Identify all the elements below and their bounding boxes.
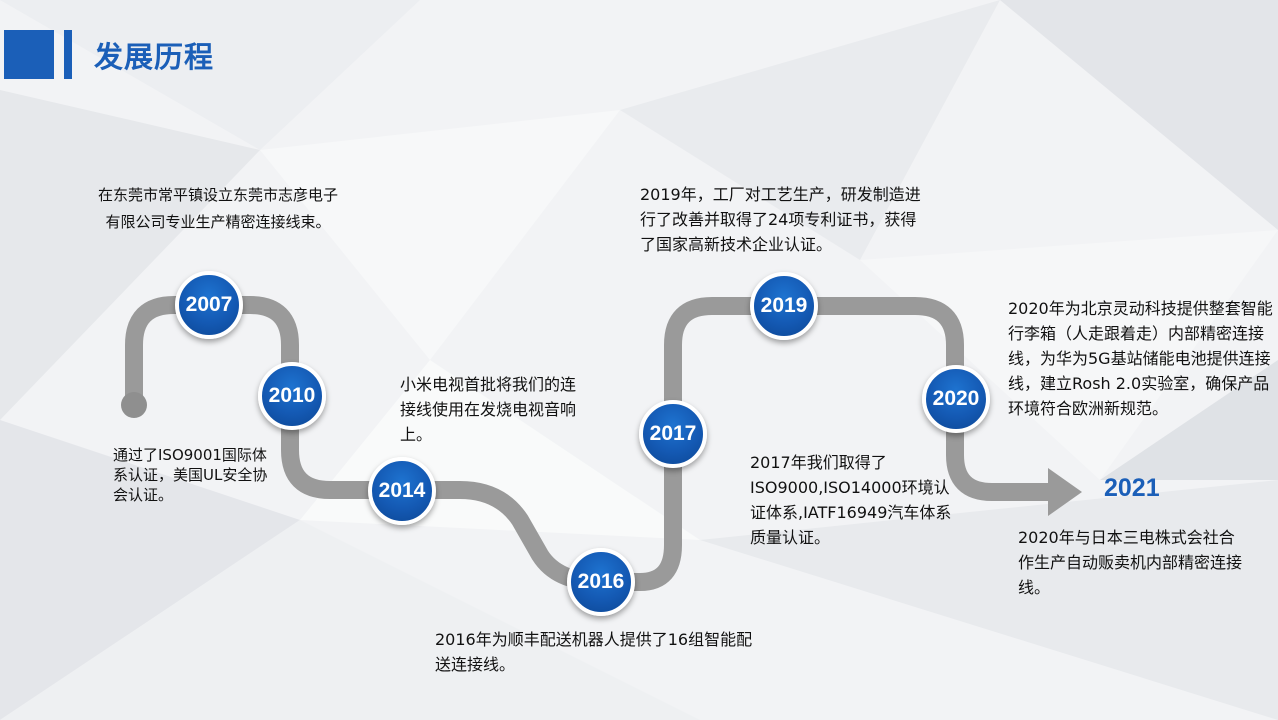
path-segment-2020-2021: [946, 389, 1064, 501]
timeline-arrow-head: [1048, 468, 1082, 516]
milestone-text-2016: 2016年为顺丰配送机器人提供了16组智能配送连接线。: [435, 630, 753, 674]
page-title: 发展历程: [94, 40, 215, 74]
milestone-text-2010: 通过了ISO9001国际体系认证，美国UL安全协会认证。: [113, 446, 268, 504]
year-node-2007: 2007: [175, 271, 243, 339]
year-label-2021: 2021: [1104, 474, 1160, 502]
year-node-2020: 2020: [922, 365, 990, 433]
header-accent-block: [4, 30, 54, 79]
path-segment-2016-2017: [591, 424, 682, 591]
year-node-2017: 2017: [639, 400, 707, 468]
milestone-text-2021: 2020年与日本三电株式会社合作生产自动贩卖机内部精密连接线。: [1018, 528, 1243, 597]
path-segment-2017-2019: [664, 297, 964, 442]
header-accent-bar: [64, 30, 72, 79]
year-node-2019: 2019: [750, 272, 818, 340]
milestone-text-2014: 小米电视首批将我们的连接线使用在发烧电视音响上。: [400, 375, 577, 444]
milestone-text-2020: 2020年为北京灵动科技提供整套智能行李箱（人走跟着走）内部精密连接线，为华为5…: [1008, 299, 1273, 418]
milestone-text-2019: 2019年，工厂对工艺生产，研发制造进行了改善并取得了24项专利证书，获得了国家…: [640, 185, 921, 254]
milestone-text-2017: 2017年我们取得了ISO9000,ISO14000环境认证体系,IATF169…: [750, 453, 952, 547]
year-node-2010: 2010: [258, 362, 326, 430]
timeline-start-dot: [121, 392, 147, 418]
milestone-text-2007: 在东莞市常平镇设立东莞市志彦电子有限公司专业生产精密连接线束。: [97, 186, 338, 231]
year-node-2014: 2014: [368, 457, 436, 525]
year-node-2016: 2016: [567, 548, 635, 616]
path-segment-2010-2014: [281, 386, 609, 591]
